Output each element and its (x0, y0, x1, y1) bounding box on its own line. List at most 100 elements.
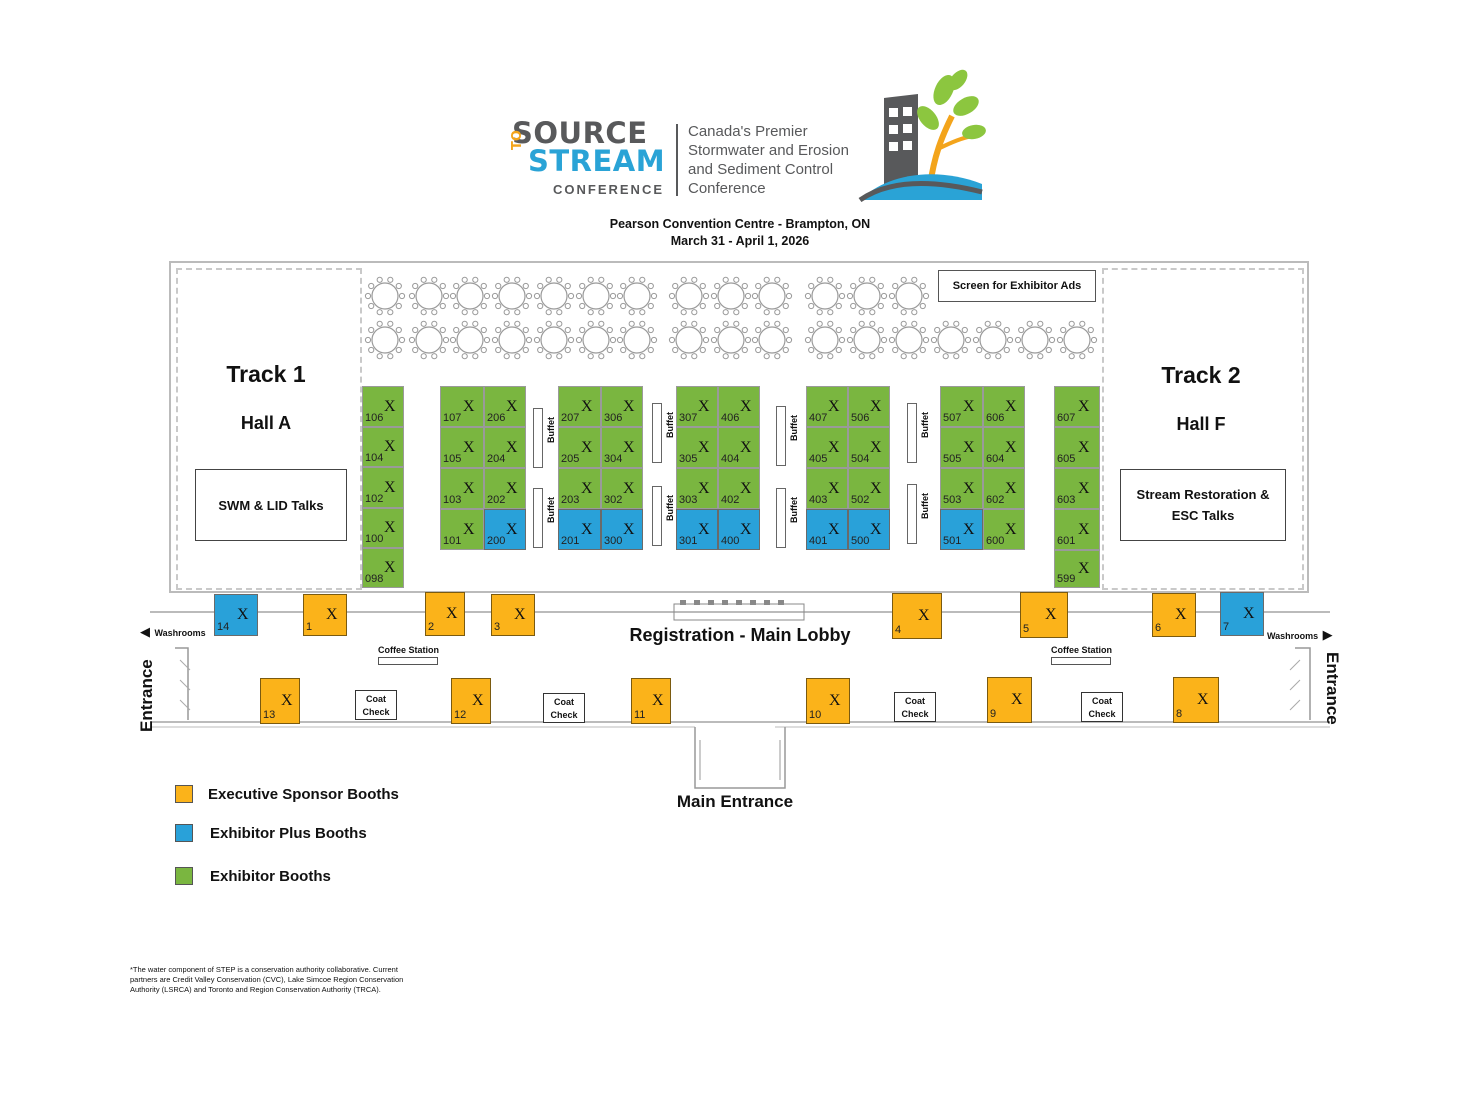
banquet-chair (376, 276, 383, 283)
banquet-chair (412, 346, 419, 354)
banquet-chair (835, 326, 842, 334)
banquet-chair (668, 292, 676, 300)
banquet-chair (1048, 336, 1056, 344)
coat-check-line: Check (1088, 709, 1116, 719)
booth-reserved-mark: X (918, 607, 930, 624)
banquet-chair (835, 282, 842, 290)
banquet-chair (953, 353, 960, 360)
banquet-chair (609, 292, 617, 300)
banquet-chair (900, 320, 907, 327)
coat-check-line: Coat (554, 697, 574, 707)
booth-number: 105 (443, 453, 462, 465)
banquet-chair (850, 346, 857, 354)
banquet-chair (1087, 346, 1094, 354)
banquet-chair (514, 276, 521, 283)
venue-info: Pearson Convention Centre - Brampton, ON… (540, 216, 940, 250)
banquet-chair (816, 320, 823, 327)
banquet-chair (1014, 336, 1022, 344)
booth-reserved-mark: X (463, 398, 475, 415)
banquet-chair (774, 320, 781, 327)
banquet-table (498, 326, 526, 354)
banquet-chair (710, 336, 718, 344)
buffet-label: Buffet (789, 415, 799, 441)
legend-swatch-plus (175, 824, 193, 842)
booth-reserved-mark: X (581, 398, 593, 415)
banquet-chair (1079, 320, 1086, 327)
tagline-line: Conference (688, 180, 766, 197)
banquet-chair (722, 309, 729, 316)
booth-reserved-mark: X (828, 398, 840, 415)
booth-reserved-mark: X (1078, 480, 1090, 497)
banquet-chair (620, 346, 627, 354)
banquet-chair (598, 309, 605, 316)
banquet-chair (533, 336, 541, 344)
banquet-chair (680, 353, 687, 360)
stream-restoration-talks-box: Stream Restoration & ESC Talks (1120, 469, 1286, 541)
